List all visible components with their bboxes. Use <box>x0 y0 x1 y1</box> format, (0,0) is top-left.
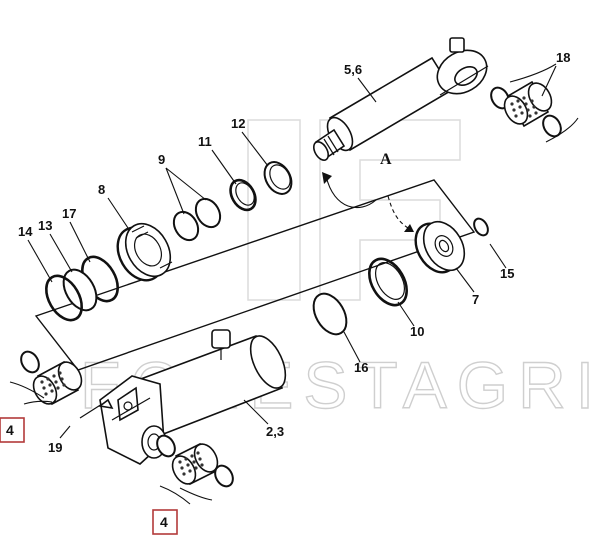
ring-14[interactable] <box>39 270 89 327</box>
ring-13[interactable] <box>57 264 103 316</box>
label-7: 7 <box>472 292 479 307</box>
label-4-left: 4 <box>6 422 14 438</box>
piston-rod[interactable] <box>311 37 495 163</box>
bushing-left[interactable] <box>9 348 86 408</box>
label-5-6: 5,6 <box>344 62 362 77</box>
callout-4-left[interactable]: 4 <box>0 417 25 443</box>
detail-arrows <box>322 172 414 232</box>
bushing-18[interactable] <box>488 63 579 143</box>
ring-16[interactable] <box>307 288 353 340</box>
oring-15[interactable] <box>471 216 490 238</box>
callout-4-bottom[interactable]: 4 <box>152 509 178 535</box>
label-detail-a: A <box>380 151 392 168</box>
leader-lines <box>27 77 507 439</box>
label-4-bottom: 4 <box>160 514 168 530</box>
seal-10[interactable] <box>362 252 415 311</box>
gland-8[interactable] <box>109 216 180 288</box>
label-19: 19 <box>48 440 62 455</box>
label-16: 16 <box>354 360 368 375</box>
label-11: 11 <box>198 134 212 149</box>
ring-9[interactable] <box>169 195 225 245</box>
label-15: 15 <box>500 266 514 281</box>
label-2-3: 2,3 <box>266 424 284 439</box>
grease-nipple-19[interactable] <box>79 398 114 419</box>
label-8: 8 <box>98 182 105 197</box>
label-10: 10 <box>410 324 424 339</box>
label-14: 14 <box>18 224 33 239</box>
label-13: 13 <box>38 218 52 233</box>
label-17: 17 <box>62 206 76 221</box>
callout-box-bottom <box>152 509 178 535</box>
seal-11[interactable] <box>225 176 260 215</box>
label-9: 9 <box>158 152 165 167</box>
seal-kit-outline <box>34 179 476 371</box>
callout-box-left <box>0 417 25 443</box>
label-18: 18 <box>556 50 570 65</box>
piston-7[interactable] <box>407 214 472 279</box>
label-12: 12 <box>231 116 245 131</box>
seal-12[interactable] <box>259 157 297 198</box>
bushing-bottom[interactable] <box>154 432 237 505</box>
